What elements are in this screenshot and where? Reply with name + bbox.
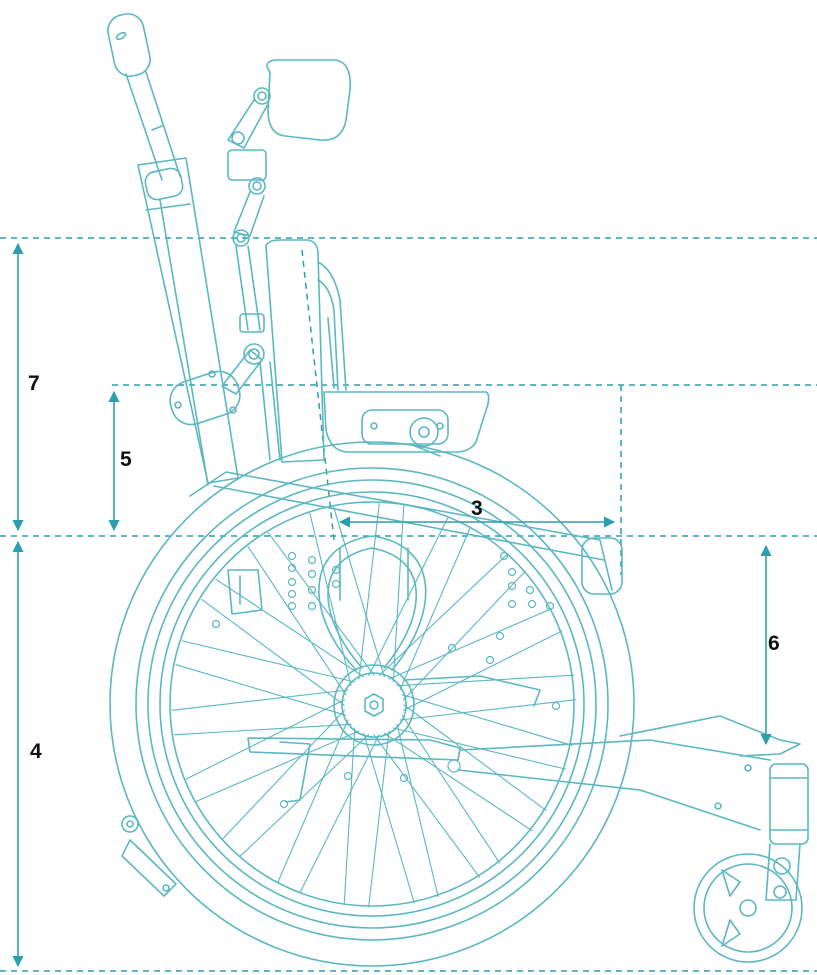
wheel-spoke — [333, 506, 385, 678]
dimension-label-6: 6 — [768, 632, 780, 655]
wheel-spoke — [401, 714, 501, 864]
wheel-spoke — [277, 719, 349, 884]
rear-wheel — [109, 441, 635, 967]
headrest-arm — [221, 59, 352, 461]
wheel-spoke — [373, 734, 481, 878]
wheel-hub — [333, 664, 415, 746]
seat — [323, 391, 490, 457]
dimension-label-7: 7 — [28, 372, 40, 395]
wheel-spoke — [173, 723, 352, 736]
push-handle — [107, 13, 184, 201]
front-caster — [693, 763, 809, 963]
wheel-spoke — [171, 689, 349, 711]
wheel-spoke — [185, 699, 346, 780]
ref-line-backrest-slope — [301, 249, 335, 541]
dimension-labels: 3 4 5 6 7 — [28, 372, 780, 763]
lower-frame — [247, 675, 801, 831]
wheel-spoke — [201, 598, 345, 706]
wheel-spoke — [343, 727, 356, 906]
wheelchair-illustration — [107, 13, 809, 967]
backrest — [265, 239, 347, 463]
wheel-spoke — [399, 699, 577, 721]
wheel-spoke — [403, 704, 547, 812]
wheel-spoke — [363, 732, 415, 904]
wheel-spoke — [396, 674, 575, 687]
quick-release-loop — [318, 535, 427, 671]
reference-lines — [0, 237, 817, 972]
wheel-spoke — [222, 709, 346, 840]
wheel-spoke — [399, 526, 471, 691]
seat-frame — [189, 471, 623, 615]
wheel-spoke — [396, 723, 439, 898]
wheel-spoke — [402, 630, 563, 711]
wheel-spoke — [388, 608, 553, 680]
wheel-spoke — [247, 546, 347, 696]
wheel-spoke — [378, 553, 509, 677]
wheel-spoke — [181, 640, 356, 683]
adjustment-holes — [211, 551, 561, 809]
wheel-spoke — [215, 578, 365, 678]
wheel-spoke — [299, 733, 380, 894]
wheel-spoke — [239, 733, 370, 857]
wheel-spoke — [401, 694, 573, 746]
wheel-spoke — [175, 664, 347, 716]
dimension-label-5: 5 — [120, 448, 132, 471]
anti-tip-wheel — [121, 815, 177, 897]
wheel-spoke — [309, 512, 352, 687]
rear-frame-post — [137, 157, 241, 486]
wheel-spoke — [383, 732, 533, 832]
dimension-arrows — [12, 242, 772, 968]
dimension-label-4: 4 — [30, 740, 42, 763]
wheel-spoke — [195, 730, 360, 802]
wheel-spoke — [267, 532, 375, 676]
wheel-spoke — [368, 730, 390, 908]
wheel-spoke — [358, 502, 380, 680]
dimension-label-3: 3 — [471, 497, 483, 520]
